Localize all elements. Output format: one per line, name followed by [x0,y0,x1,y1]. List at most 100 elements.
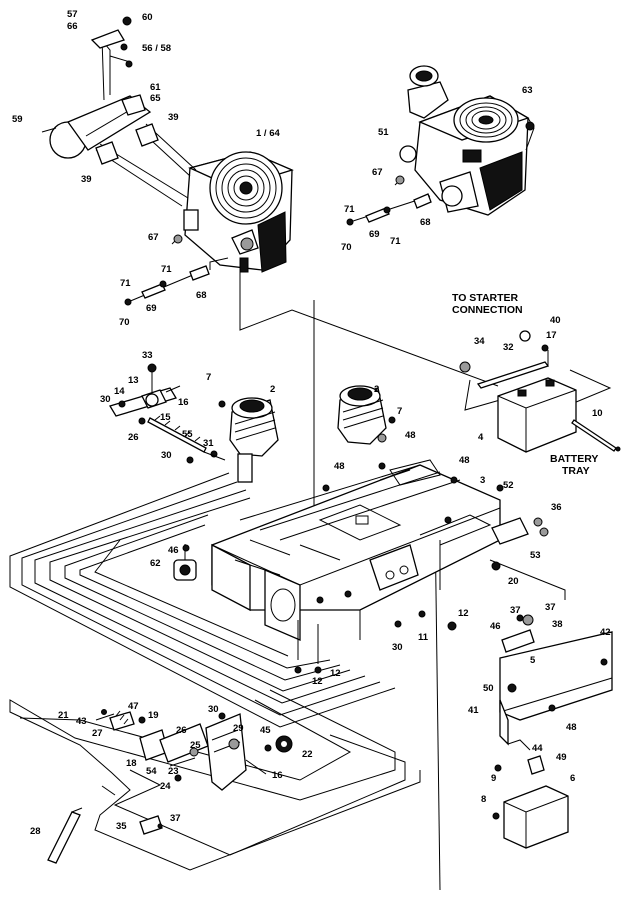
callout-52: 52 [503,480,514,491]
callout-3: 3 [480,475,485,486]
callout-71-left-a: 71 [120,278,131,289]
callout-48-d: 48 [566,722,577,733]
callout-labels: 57 66 60 56 / 58 61 65 59 39 39 1 / 64 6… [12,9,611,837]
callout-30-b: 30 [161,450,172,461]
callout-42: 42 [600,627,611,638]
battery-tray-note-line2: TRAY [562,465,590,477]
callout-56-58: 56 / 58 [142,43,171,54]
callout-48-b: 48 [334,461,345,472]
callout-67-left: 67 [148,232,159,243]
callout-71-right-b: 71 [390,236,401,247]
callout-55: 55 [182,429,193,440]
callout-9: 9 [491,773,496,784]
engine-left [183,151,294,273]
callout-19: 19 [148,710,159,721]
callout-57: 57 [67,9,78,20]
callout-41: 41 [468,705,479,716]
callout-1-64: 1 / 64 [256,128,280,139]
callout-7-left: 7 [206,372,211,383]
callout-67-right: 67 [372,167,383,178]
callout-48-a: 48 [405,430,416,441]
callout-38: 38 [552,619,563,630]
callout-2-left: 2 [270,384,275,395]
callout-40: 40 [550,315,561,326]
callout-70-right: 70 [341,242,352,253]
callout-34: 34 [474,336,485,347]
muffler-assembly [41,16,197,207]
fuel-line-routing [9,472,421,871]
notes: TO STARTER CONNECTION BATTERY TRAY [452,292,598,477]
callout-12-c: 12 [330,668,341,679]
callout-35: 35 [116,821,127,832]
right-brackets [492,517,613,849]
callout-30-c: 30 [392,642,403,653]
callout-30-d: 30 [208,704,219,715]
callout-43: 43 [76,716,87,727]
callout-69-left: 69 [146,303,157,314]
callout-60: 60 [142,12,153,23]
callout-12-b: 12 [312,676,323,687]
callout-36: 36 [551,502,562,513]
fuel-filters [218,385,396,483]
pedal-linkage [47,709,293,864]
callout-70-left: 70 [119,317,130,328]
callout-6: 6 [570,773,575,784]
callout-63: 63 [522,85,533,96]
callout-65: 65 [150,93,161,104]
callout-4: 4 [478,432,484,443]
callout-25: 25 [190,740,201,751]
callout-29: 29 [233,723,244,734]
callout-14: 14 [114,386,125,397]
callout-46-left: 46 [168,545,179,556]
callout-51: 51 [378,127,389,138]
callout-15: 15 [160,412,171,423]
callout-23: 23 [168,766,179,777]
callout-2-right: 2 [374,384,379,395]
battery-group [459,330,621,453]
callout-28: 28 [30,826,41,837]
callout-31: 31 [203,438,214,449]
callout-12-a: 12 [458,608,469,619]
fuel-fittings [124,175,432,306]
callout-16-upper: 16 [178,397,189,408]
callout-27: 27 [92,728,103,739]
callout-68-left: 68 [196,290,207,301]
callout-49: 49 [556,752,567,763]
callout-45: 45 [260,725,271,736]
callout-7-right: 7 [397,406,402,417]
callout-21: 21 [58,710,69,721]
callout-47: 47 [128,701,139,712]
callout-16-lower: 16 [272,770,283,781]
throttle-linkage [109,363,226,464]
callout-10: 10 [592,408,603,419]
callout-30-a: 30 [100,394,111,405]
callout-69-right: 69 [369,229,380,240]
callout-18: 18 [126,758,137,769]
callout-33: 33 [142,350,153,361]
callout-48-c: 48 [459,455,470,466]
callout-71-left-b: 71 [161,264,172,275]
callout-44: 44 [532,743,543,754]
callout-71-right-a: 71 [344,204,355,215]
callout-46-right: 46 [490,621,501,632]
callout-5: 5 [530,655,536,666]
callout-62: 62 [150,558,161,569]
callout-68-right: 68 [420,217,431,228]
callout-26-upper: 26 [128,432,139,443]
callout-8: 8 [481,794,486,805]
to-starter-note-line2: CONNECTION [452,304,523,316]
callout-37-b: 37 [545,602,556,613]
callout-39-upper: 39 [168,112,179,123]
callout-59: 59 [12,114,23,125]
callout-50: 50 [483,683,494,694]
battery-tray-note-line1: BATTERY [550,453,598,465]
callout-24: 24 [160,781,171,792]
callout-17: 17 [546,330,557,341]
chassis-frame [211,459,529,674]
callout-53: 53 [530,550,541,561]
callout-11: 11 [418,632,429,643]
engine-right [399,65,535,216]
to-starter-note-line1: TO STARTER [452,292,519,304]
fuel-valve [173,544,197,581]
